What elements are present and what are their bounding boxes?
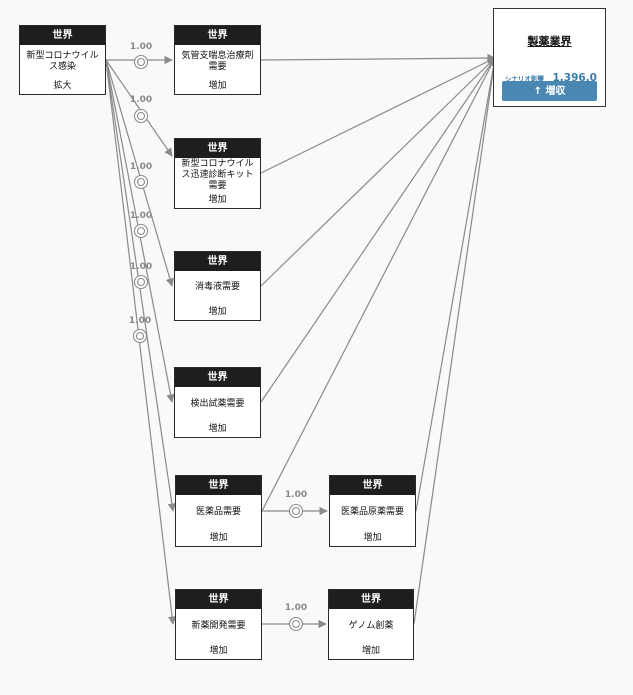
button-label: 増収 (545, 86, 566, 97)
result-title[interactable]: 製薬業界 (527, 35, 572, 48)
edge-connector (260, 53, 496, 63)
node-detection-reagent-demand[interactable]: 世界 検出試薬需要 増加 (174, 367, 261, 438)
node-header: 世界 (175, 139, 260, 158)
edge-weight-marker[interactable] (136, 57, 146, 67)
node-new-drug-development-demand[interactable]: 世界 新薬開発需要 増加 (175, 589, 262, 660)
edge-weight-label: 1.00 (284, 603, 308, 613)
edge-weight-marker[interactable] (136, 111, 146, 121)
node-header: 世界 (176, 476, 261, 495)
edge-connector (415, 57, 498, 512)
edge-weight-label: 1.00 (129, 262, 153, 272)
node-label: 医薬品原薬需要 (340, 507, 404, 517)
node-status: 増加 (361, 646, 380, 656)
edge-weight-marker[interactable] (291, 619, 301, 629)
node-header: 世界 (176, 590, 261, 609)
node-header: 世界 (175, 26, 260, 45)
node-status: 増加 (208, 307, 227, 317)
node-label: ゲノム創薬 (348, 620, 394, 631)
node-bronchial-asthma-drug-demand[interactable]: 世界 気管支喘息治療剤需要 増加 (174, 25, 261, 95)
node-status: 拡大 (53, 81, 72, 91)
node-header: 世界 (329, 590, 413, 609)
result-panel-pharma-industry[interactable]: 製薬業界 シナリオ影響 1,396.0 ↑ 増収 (493, 8, 606, 107)
node-status: 増加 (208, 81, 227, 91)
node-status: 増加 (208, 195, 227, 205)
edge-connector (260, 57, 496, 287)
edge-weight-marker[interactable] (136, 226, 146, 236)
arrow-up-icon: ↑ (533, 86, 542, 97)
edge-weight-label: 1.00 (129, 42, 153, 52)
edge-connector (105, 59, 173, 157)
node-label: 検出試薬需要 (190, 398, 245, 409)
edge-weight-label: 1.00 (129, 211, 153, 221)
edge-weight-marker[interactable] (136, 177, 146, 187)
node-label: 新型コロナウイルス迅速診断キット需要 (181, 158, 254, 191)
node-pharmaceutical-demand[interactable]: 世界 医薬品需要 増加 (175, 475, 262, 547)
node-genome-drug-discovery[interactable]: 世界 ゲノム創薬 増加 (328, 589, 414, 660)
edge-weight-label: 1.00 (284, 490, 308, 500)
node-label: 消毒液需要 (194, 282, 240, 292)
edge-connector (413, 57, 499, 625)
revenue-increase-button[interactable]: ↑ 増収 (502, 81, 597, 101)
edge-weight-label: 1.00 (128, 316, 152, 326)
node-label: 医薬品需要 (195, 507, 241, 517)
edge-connector (261, 57, 496, 512)
edge-weight-marker[interactable] (136, 277, 146, 287)
node-label: 新薬開発需要 (191, 620, 246, 631)
edge-weight-label: 1.00 (129, 162, 153, 172)
edge-connector (105, 59, 174, 287)
node-header: 世界 (20, 26, 105, 45)
edge-connector (260, 57, 496, 403)
edge-weight-label: 1.00 (129, 95, 153, 105)
node-disinfectant-demand[interactable]: 世界 消毒液需要 増加 (174, 251, 261, 321)
node-covid-infection[interactable]: 世界 新型コロナウイルス感染 拡大 (19, 25, 106, 95)
node-api-demand[interactable]: 世界 医薬品原薬需要 増加 (329, 475, 416, 547)
edge-weight-marker[interactable] (135, 331, 145, 341)
node-status: 増加 (209, 646, 228, 656)
node-status: 増加 (208, 424, 227, 434)
node-status: 増加 (363, 533, 382, 543)
node-header: 世界 (330, 476, 415, 495)
node-header: 世界 (175, 368, 260, 387)
node-header: 世界 (175, 252, 260, 271)
edge-weight-marker[interactable] (291, 506, 301, 516)
node-label: 新型コロナウイルス感染 (26, 50, 99, 72)
scenario-impact-label: シナリオ影響 (504, 75, 544, 83)
node-status: 増加 (209, 533, 228, 543)
node-label: 気管支喘息治療剤需要 (181, 50, 254, 72)
edge-connector (260, 57, 496, 174)
node-rapid-test-kit-demand[interactable]: 世界 新型コロナウイルス迅速診断キット需要 増加 (174, 138, 261, 209)
